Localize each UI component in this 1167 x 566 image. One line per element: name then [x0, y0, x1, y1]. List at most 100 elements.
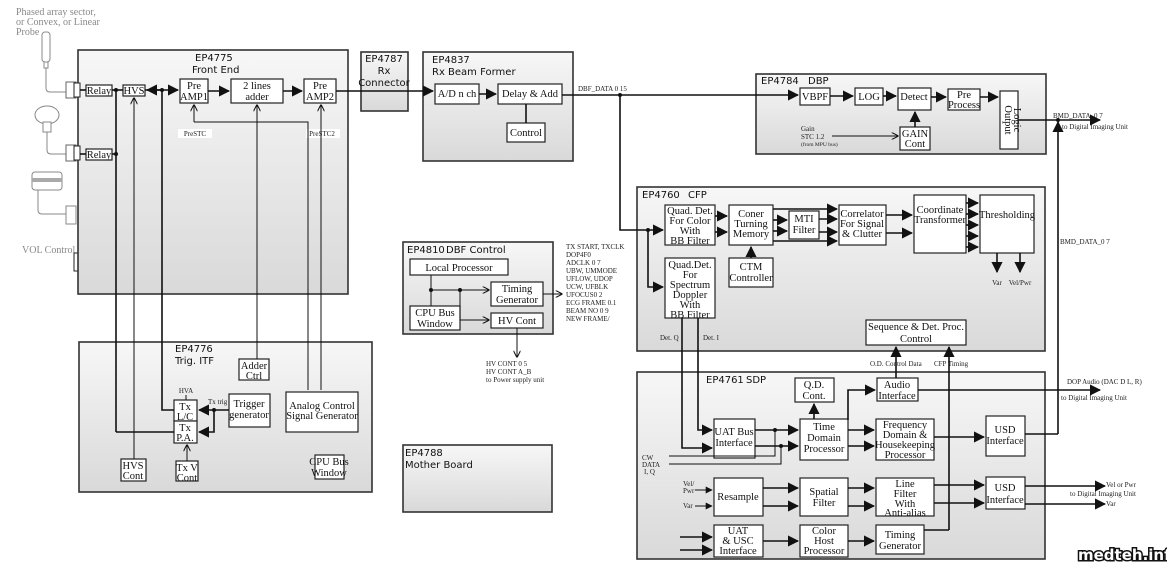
- dbf-control-name: DBF Control: [446, 245, 506, 256]
- dbf-data-label: DBF_DATA 0 15: [578, 85, 627, 93]
- svg-text:Line: Line: [895, 479, 915, 490]
- svg-text:Control: Control: [510, 128, 542, 139]
- hva-label: HVA: [179, 387, 193, 395]
- svg-text:AMP1: AMP1: [180, 92, 208, 103]
- tx-lc-block: Tx L/C: [173, 399, 198, 423]
- svg-text:Window: Window: [311, 468, 347, 479]
- svg-text:Window: Window: [417, 319, 453, 330]
- svg-text:Pre: Pre: [313, 81, 327, 92]
- svg-text:Interface: Interface: [715, 438, 753, 449]
- board-cfp: EP4760 CFP Quad. Det. For Color With BB …: [636, 186, 1046, 352]
- spatial-filter-block: Spatial Filter: [799, 477, 849, 517]
- svg-text:Interface: Interface: [986, 436, 1024, 447]
- cfp-name: CFP: [688, 190, 707, 201]
- svg-text:HV Cont: HV Cont: [498, 316, 536, 327]
- svg-text:Logic: Logic: [1011, 108, 1022, 133]
- watermark: medteh.info: [1078, 546, 1167, 564]
- frequency-domain-processor-block: Frequency Domain & Housekeeping Processo…: [875, 418, 936, 461]
- svg-text:Frequency: Frequency: [883, 420, 928, 431]
- txv-cont-block: Tx V Cont: [175, 460, 199, 484]
- svg-text:Cont.: Cont.: [802, 391, 825, 402]
- svg-text:With: With: [680, 300, 701, 311]
- svg-text:Rx: Rx: [378, 66, 391, 77]
- svg-text:Pre: Pre: [187, 81, 201, 92]
- svg-text:to Power supply unit: to Power supply unit: [486, 376, 544, 384]
- svg-text:Filter: Filter: [813, 498, 836, 509]
- svg-text:TX START, TXCLK: TX START, TXCLK: [566, 243, 624, 251]
- sdp-name: SDP: [746, 375, 766, 386]
- cpu-bus-window-block: CPU Bus Window: [409, 305, 461, 331]
- sdp-id: EP4761: [706, 375, 744, 386]
- probe-label-line2: or Convex, or Linear: [16, 17, 101, 28]
- cw-data-label: CW: [642, 454, 654, 462]
- bmd-data-label: BMD_DATA_0 7: [1053, 112, 1103, 120]
- thresholding-block: Thresholding: [979, 194, 1036, 254]
- svg-text:Anti-alias: Anti-alias: [884, 508, 925, 519]
- relay-2-block: Relay: [85, 148, 113, 161]
- dbf-signal-list: TX START, TXCLK DOP4F0 ADCLK 0 7 UBW, UM…: [566, 243, 624, 323]
- svg-text:Timing: Timing: [885, 530, 916, 541]
- svg-text:NEW FRAME/: NEW FRAME/: [566, 315, 610, 323]
- svg-text:HV CONT 0 5: HV CONT 0 5: [486, 360, 528, 368]
- svg-text:UCW, UFBLK: UCW, UFBLK: [566, 283, 608, 291]
- tx-pa-block: Tx P.A.: [173, 420, 198, 444]
- delay-add-block: Delay & Add: [497, 83, 563, 105]
- rx-beamformer-name: Rx Beam Former: [432, 67, 516, 78]
- svg-text:Q.D.: Q.D.: [804, 380, 824, 391]
- svg-text:Spectrum: Spectrum: [670, 280, 710, 291]
- svg-text:Output: Output: [1002, 105, 1013, 134]
- linear-probe-icon: [31, 171, 77, 225]
- svg-text:Control: Control: [900, 334, 932, 345]
- svg-text:USD: USD: [994, 483, 1015, 494]
- svg-text:Turning: Turning: [734, 219, 768, 230]
- svg-text:ADCLK 0 7: ADCLK 0 7: [566, 259, 601, 267]
- svg-text:Cont: Cont: [177, 473, 198, 484]
- det-i-label: Det. I: [703, 334, 720, 342]
- rx-connector-id: EP4787: [365, 54, 403, 65]
- coordinate-transformer-block: Coordinate Transformer: [913, 194, 967, 254]
- svg-text:Time: Time: [813, 422, 835, 433]
- svg-text:CTM: CTM: [740, 262, 763, 273]
- svg-text:Detect: Detect: [900, 92, 927, 103]
- gain-cont-block: GAIN Cont: [899, 126, 931, 151]
- velpwr-label: Vel/Pwr: [1009, 279, 1032, 287]
- sdp-var-label: Var: [683, 502, 693, 510]
- svg-text:Interface: Interface: [878, 391, 916, 402]
- svg-text:CPU Bus: CPU Bus: [415, 308, 454, 319]
- bmd-data-vertical-label: BMD_DATA_0 7: [1060, 238, 1110, 246]
- usd-interface-2-block: USD Interface: [985, 476, 1026, 510]
- svg-text:Color: Color: [812, 526, 836, 537]
- audio-interface-block: Audio Interface: [876, 377, 919, 402]
- svg-text:I, Q: I, Q: [644, 468, 655, 476]
- analog-control-block: Analog Control Signal Generator: [285, 391, 359, 433]
- hv-signal-list: HV CONT 0 5 HV CONT A_B to Power supply …: [486, 360, 544, 384]
- svg-text:BB Filter: BB Filter: [670, 310, 710, 321]
- qd-cont-block: Q.D. Cont.: [794, 377, 835, 403]
- svg-text:ECG FRAME 0.1: ECG FRAME 0.1: [566, 299, 617, 307]
- svg-text:Correlator: Correlator: [840, 209, 884, 220]
- gain-label: Gain: [801, 125, 815, 133]
- preprocess-block: Pre Process: [947, 88, 981, 111]
- uat-bus-interface-block: UAT Bus Interface: [713, 418, 756, 459]
- two-lines-adder-block: 2 lines adder: [230, 78, 284, 104]
- corner-turning-memory-block: Coner Turning Memory: [728, 204, 774, 246]
- svg-text:(from MPU bus): (from MPU bus): [801, 141, 838, 148]
- quad-det-spectrum-block: Quad.Det. For Spectrum Doppler With BB F…: [664, 257, 716, 321]
- svg-text:P.A.: P.A.: [176, 433, 194, 444]
- svg-text:VBPF: VBPF: [802, 92, 828, 103]
- local-processor-block: Local Processor: [409, 258, 509, 276]
- svg-text:CPU Bus: CPU Bus: [309, 457, 348, 468]
- out-dest-label: to Digital Imaging Unit: [1070, 490, 1136, 498]
- dbf-control-id: EP4810: [407, 245, 445, 256]
- svg-text:A/D n ch: A/D n ch: [438, 89, 477, 100]
- svg-text:Processor: Processor: [804, 546, 845, 557]
- uat-usc-interface-block: UAT & USC Interface: [713, 524, 764, 558]
- phased-probe-icon: [41, 31, 66, 93]
- svg-text:For Signal: For Signal: [840, 219, 884, 230]
- svg-text:MTI: MTI: [794, 214, 814, 225]
- svg-text:Tx: Tx: [179, 402, 191, 413]
- svg-text:Coner: Coner: [738, 209, 764, 220]
- svg-text:Timing: Timing: [502, 284, 533, 295]
- time-domain-processor-block: Time Domain Processor: [799, 418, 849, 461]
- beamformer-control-block: Control: [506, 122, 546, 143]
